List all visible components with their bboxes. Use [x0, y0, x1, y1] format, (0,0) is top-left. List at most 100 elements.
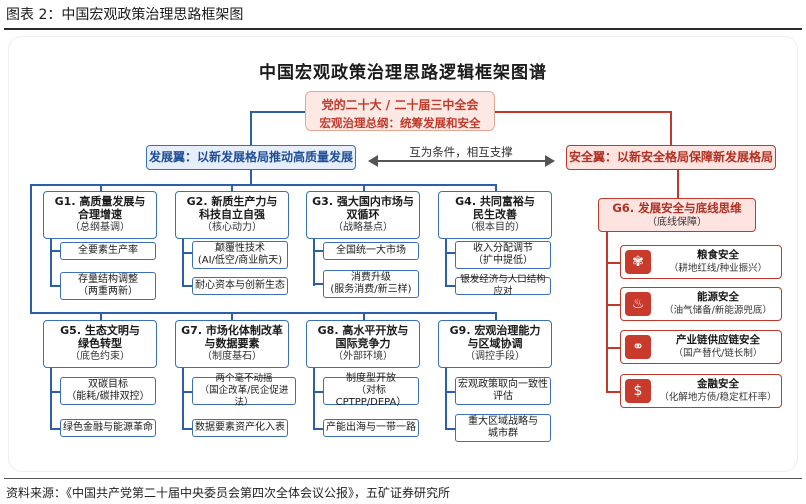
g7-item-1-text: 两个毫不动摇 [215, 373, 273, 384]
diagram-title: 中国宏观政策治理思路逻辑框架图谱 [259, 63, 547, 83]
g8-box: G8. 高水平开放与 国际竞争力 （外部环境） [306, 320, 420, 368]
g3-item-2: 消费升级 (服务消费/新三样) [323, 270, 419, 298]
g3-title-line1: G3. 强大国内市场与 [312, 195, 414, 208]
g3-item-1-text: 全国统一大市场 [336, 245, 406, 256]
g1-item-2-note: （两重两新） [78, 286, 138, 297]
g2-box: G2. 新质生产力与 科技自立自强 （核心动力） [175, 191, 289, 239]
g4-item-2-text: 银发经济与人口结构应对 [460, 274, 546, 297]
connector [30, 184, 32, 312]
g5-item-1-text: 双碳目标 [88, 379, 128, 390]
g1-box: G1. 高质量发展与 合理增速 （总纲基调） [43, 191, 157, 239]
connector [50, 250, 60, 252]
g8-item-1-text: 制度型开放 [346, 373, 396, 384]
connector [250, 170, 252, 184]
connector [670, 111, 672, 145]
connector [445, 252, 455, 254]
connector [182, 239, 184, 286]
g5-title-line1: G5. 生态文明与 [60, 324, 140, 337]
connector [313, 239, 315, 286]
top-box-line1: 党的二十大 / 二十届三中全会 [321, 98, 479, 112]
financial-security-title: 金融安全 [697, 378, 739, 390]
connector [250, 111, 305, 113]
g9-item-2: 重大区域战略与 城市群 [455, 414, 551, 442]
supply-chain-security-sub: （国产替代/链长制） [673, 348, 763, 359]
g7-item-1-note: （国企改革/民企促进法） [199, 385, 289, 408]
connector [100, 184, 496, 186]
connector [182, 428, 192, 430]
g9-item-1-text: 宏观政策取向一致性 [458, 379, 548, 390]
bidirectional-arrow-line [375, 160, 547, 162]
g9-title-line2: 与区域协调 [467, 337, 523, 350]
development-wing: 发展翼：以新发展格局推动高质量发展 [146, 145, 356, 170]
g7-subtitle: （制度基石） [202, 351, 262, 362]
g2-item-2: 耐心资本与创新生态 [192, 277, 288, 295]
g6-subtitle: （底线保障） [647, 217, 707, 228]
g9-item-1: 宏观政策取向一致性 评估 [455, 377, 551, 405]
connector [677, 170, 679, 198]
g1-title-line1: G1. 高质量发展与 [54, 195, 146, 208]
g5-item-1-note: （能耗/碳排双控） [66, 391, 150, 402]
g4-item-1: 收入分配调节 （扩中提低） [455, 241, 551, 269]
g4-title-line1: G4. 共同富裕与 [455, 195, 535, 208]
financial-security-box: $ 金融安全 （化解地方债/稳定杠杆率） [620, 374, 782, 408]
g8-item-1-note: （对标CPTPP/DEPA） [335, 385, 407, 408]
g7-title-line1: G7. 市场化体制改革 [181, 324, 283, 337]
energy-security-sub: （油气储备/新能源兜底） [664, 305, 772, 316]
g5-item-2: 绿色金融与能源革命 [60, 419, 156, 437]
g7-box: G7. 市场化体制改革 与数据要素 （制度基石） [175, 320, 289, 368]
energy-security-box: ♨ 能源安全 （油气储备/新能源兜底） [620, 287, 782, 321]
g5-item-2-text: 绿色金融与能源革命 [63, 422, 153, 433]
g2-item-1-note: (AI/低空/商业航天) [197, 255, 283, 266]
connector [50, 428, 60, 430]
supply-chain-security-box: ⚭ 产业链供应链安全 （国产替代/链长制） [620, 330, 782, 364]
connector [313, 250, 323, 252]
connector [30, 312, 496, 314]
connector [182, 252, 192, 254]
connector [495, 312, 497, 320]
connector [445, 391, 455, 393]
connector [50, 285, 60, 287]
connector [606, 262, 620, 264]
g1-item-1-text: 全要素生产率 [78, 245, 138, 256]
g9-title-line1: G9. 宏观治理能力 [449, 324, 541, 337]
connector [50, 239, 52, 286]
connector [495, 111, 670, 113]
g9-item-1-note: 评估 [493, 391, 513, 402]
g7-title-line2: 与数据要素 [204, 337, 260, 350]
g2-item-1: 颠覆性技术 (AI/低空/商业航天) [192, 241, 288, 269]
g4-item-2: 银发经济与人口结构应对 [455, 274, 551, 297]
g3-item-1: 全国统一大市场 [323, 242, 419, 260]
g8-item-2-text: 产能出海与一带一路 [326, 422, 416, 433]
source-note: 资料来源：《中国共产党第二十届中央委员会第四次全体会议公报》，五矿证券研究所 [6, 486, 451, 500]
g9-item-2-note: 城市群 [488, 428, 518, 439]
connector [313, 428, 323, 430]
food-security-title: 粮食安全 [697, 249, 739, 261]
arrow-right-icon [545, 155, 555, 167]
g8-title-line1: G8. 高水平开放与 [317, 324, 409, 337]
g9-item-2-text: 重大区域战略与 [468, 416, 538, 427]
g3-item-2-note: (服务消费/新三样) [330, 284, 412, 295]
supply-chain-security-title: 产业链供应链安全 [676, 334, 760, 346]
connector [445, 368, 447, 429]
connector [231, 312, 233, 320]
connector [445, 428, 455, 430]
g3-box: G3. 强大国内市场与 双循环 （战略基点） [306, 191, 420, 239]
wheat-icon: ✾ [625, 250, 651, 274]
g1-item-2: 存量结构调整 （两重两新） [60, 272, 156, 300]
g1-subtitle: （总纲基调） [70, 222, 130, 233]
g5-box: G5. 生态文明与 绿色转型 （底色约束） [43, 320, 157, 368]
g2-subtitle: （核心动力） [202, 222, 262, 233]
g8-subtitle: （外部环境） [333, 351, 393, 362]
g4-item-1-text: 收入分配调节 [473, 243, 533, 254]
g8-item-2: 产能出海与一带一路 [323, 419, 419, 437]
g2-item-1-text: 颠覆性技术 [215, 243, 265, 254]
g3-title-line2: 双循环 [346, 208, 380, 221]
connector [313, 283, 323, 285]
g4-title-line2: 民生改善 [473, 208, 517, 221]
connector [313, 368, 315, 429]
flame-icon: ♨ [625, 292, 651, 316]
connector [606, 347, 620, 349]
g1-title-line2: 合理增速 [78, 208, 122, 221]
g5-item-1: 双碳目标 （能耗/碳排双控） [60, 377, 156, 405]
connector [100, 184, 102, 191]
